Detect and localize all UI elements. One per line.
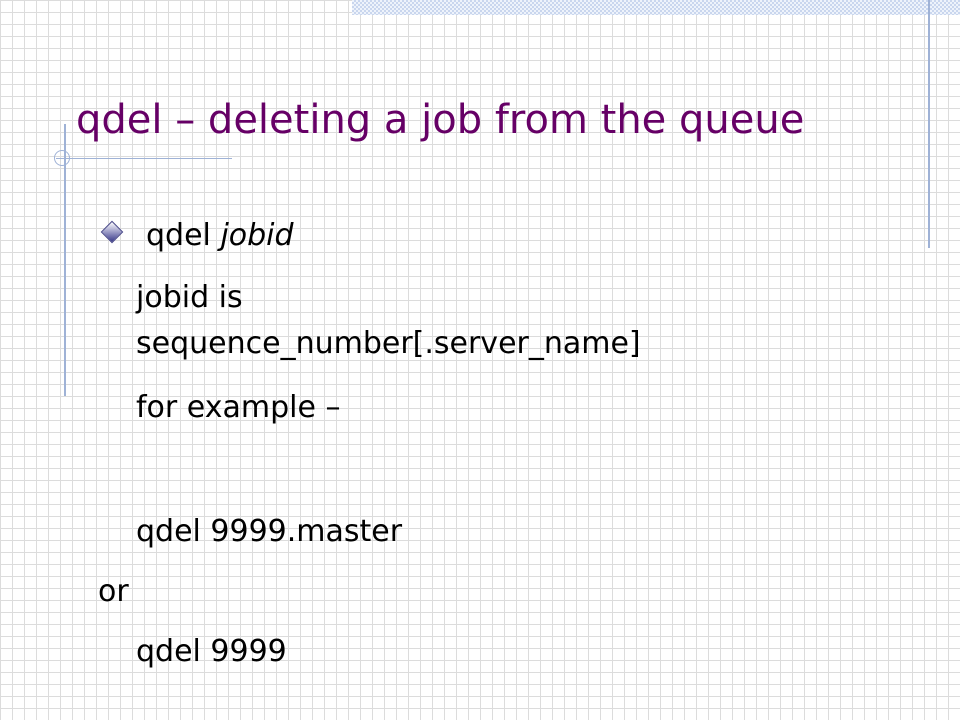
left-vertical-rule: [64, 124, 66, 396]
command-argument: jobid: [220, 218, 294, 253]
right-vertical-rule: [928, 0, 930, 248]
title-underline-rule: [56, 158, 232, 159]
top-decorative-band: [352, 0, 960, 15]
example-command-1: qdel 9999.master: [136, 514, 403, 549]
slide-title: qdel – deleting a job from the queue: [76, 97, 805, 143]
or-text: or: [98, 574, 129, 609]
jobid-is-text: jobid is: [136, 280, 243, 315]
bullet-command-line: qdel jobid: [146, 218, 294, 254]
example-command-2: qdel 9999: [136, 634, 287, 669]
circle-marker-icon: [54, 150, 70, 166]
diamond-bullet-icon: [100, 220, 124, 244]
for-example-text: for example –: [136, 390, 341, 425]
jobid-format-text: sequence_number[.server_name]: [136, 326, 641, 361]
command-name: qdel: [146, 218, 211, 253]
